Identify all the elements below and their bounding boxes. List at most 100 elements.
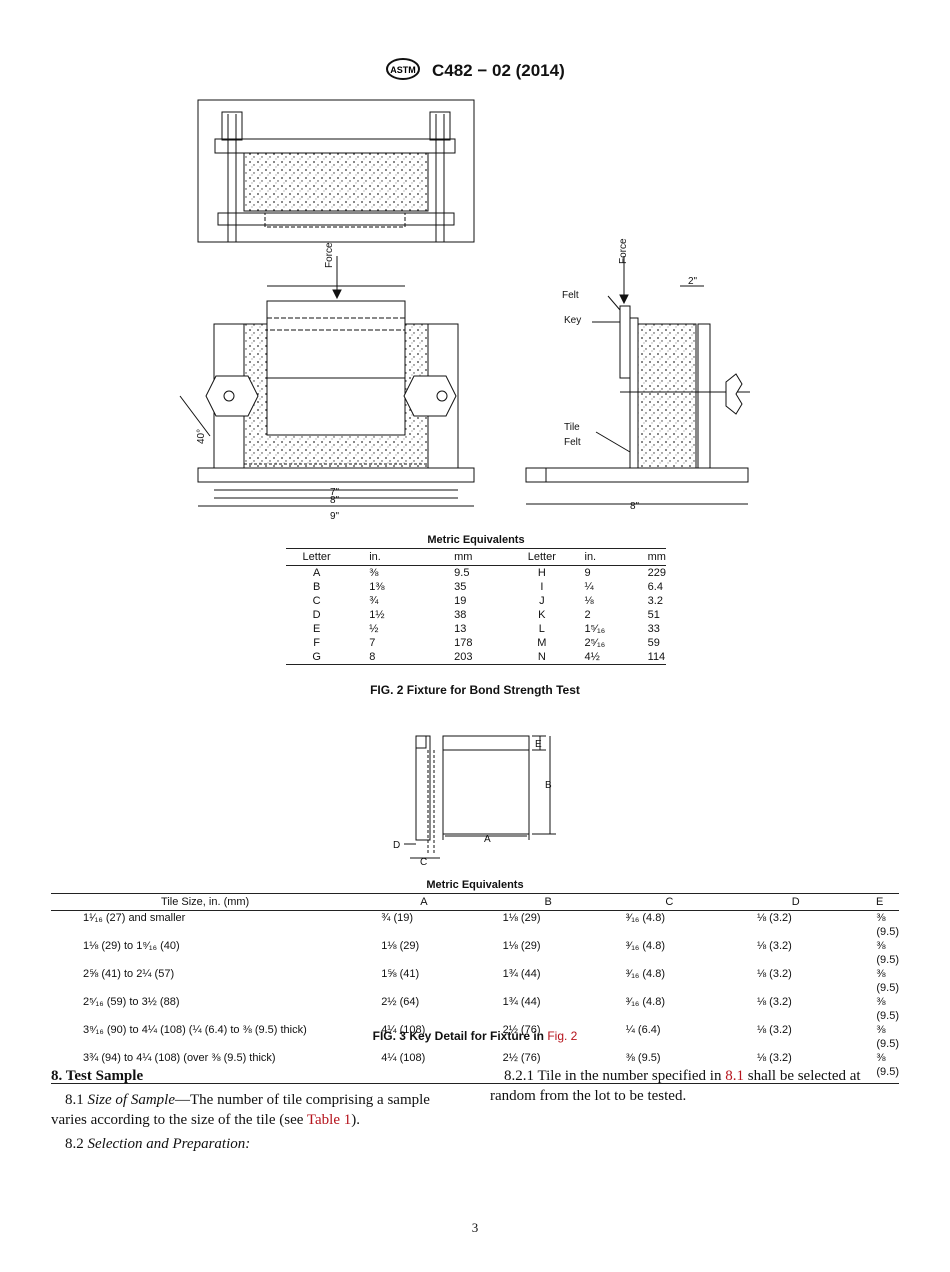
table-cell: ⅜ (9.5) [860, 1051, 899, 1084]
column-header: Letter [286, 548, 348, 566]
fig2-felt-label-bottom: Felt [564, 437, 581, 448]
column-header: in. [570, 548, 644, 566]
column-header: D [730, 893, 861, 911]
table-cell: 4¼ (108) [381, 1024, 426, 1036]
table-cell: 178 [454, 637, 473, 649]
table-cell: 114 [643, 650, 666, 665]
table-cell: ⅜ (9.5) [876, 912, 899, 938]
table-cell: I [540, 581, 544, 593]
table-cell: 9 [584, 567, 591, 579]
fig2-dim-8-side: 8" [630, 501, 640, 512]
table-cell: A [312, 567, 321, 579]
table-cell: 9.5 [454, 567, 470, 579]
table-cell: ¼ (6.4) [625, 1024, 661, 1036]
table-cell: 4¼ (108) [359, 1051, 489, 1084]
table-cell: K [538, 609, 546, 621]
table-cell: 1¾ (44) [502, 968, 541, 980]
table-cell: 4½ [570, 650, 644, 665]
fig2-force-label-side: Force [618, 238, 629, 264]
table-cell: 1⅜ [369, 581, 385, 593]
p82-num: 8.2 [65, 1136, 88, 1152]
paragraph-8-2-1: 8.2.1 Tile in the number specified in 8.… [490, 1066, 900, 1106]
fig2-ref-link[interactable]: Fig. 2 [547, 1029, 578, 1043]
table-cell: ⅛ (3.2) [756, 996, 792, 1008]
fig2-caption: FIG. 2 Fixture for Bond Strength Test [370, 683, 580, 697]
table-cell: M [537, 637, 547, 649]
table-cell: 1⅝ (41) [381, 968, 420, 980]
fig3-table-title: Metric Equivalents [426, 879, 524, 891]
fig2-force-label-front: Force [324, 242, 335, 268]
table-cell: C [312, 595, 321, 607]
table-cell: 1¾ (44) [502, 996, 541, 1008]
table-cell: B [312, 581, 321, 593]
p821-b: shall be selected at random from the lot… [490, 1068, 861, 1104]
table-cell: ¼ [584, 581, 594, 593]
column-header: A [359, 893, 489, 911]
fig2-angle-label: 40° [196, 429, 207, 444]
table-cell: 33 [647, 623, 660, 635]
page-number: 3 [471, 1220, 479, 1235]
fig3-label-a: A [484, 834, 491, 845]
table-cell: G [286, 650, 348, 665]
table-cell: 2½ (76) [488, 1051, 608, 1084]
fig3-label-e: E [535, 739, 542, 750]
table-cell: ¾ [369, 595, 379, 607]
column-header: B [488, 893, 608, 911]
table-cell: 1⅛ (29) [381, 940, 420, 952]
table-cell: ½ [369, 623, 379, 635]
astm-logo-icon: ASTM [385, 58, 421, 85]
table1-ref-link[interactable]: Table 1 [306, 1112, 352, 1128]
table-row: 3¾ (94) to 4¼ (108) (over ⅜ (9.5) thick)… [51, 1051, 899, 1084]
table-cell: 2⁵⁄₁₆ (59) to 3½ (88) [83, 996, 180, 1008]
fig2-felt-label-top: Felt [562, 290, 579, 301]
fig2-dim-2: 2" [688, 276, 698, 287]
fig2-metric-table: Metric Equivalents Letter in. mm Letter … [286, 532, 666, 665]
table-cell: 1¹⁄₁₆ (27) and smaller [83, 912, 186, 924]
table-cell: 13 [454, 623, 467, 635]
table-cell: 3¾ (94) to 4¼ (108) (over ⅜ (9.5) thick) [51, 1051, 360, 1084]
fig2-key-label: Key [564, 315, 581, 326]
table-cell: 51 [647, 609, 660, 621]
table-row: 3⁹⁄₁₆ (90) to 4¼ (108) (¼ (6.4) to ⅜ (9.… [51, 1023, 899, 1051]
table-cell: ⅜ (9.5) [876, 968, 899, 994]
table-cell: D [312, 609, 321, 621]
fig3-drawing: A B C D E [393, 735, 556, 868]
fig3-caption-text: FIG. 3 Key Detail for Fixture in [372, 1029, 548, 1043]
table-cell: ³⁄₁₆ (4.8) [625, 968, 666, 980]
table-row: 2⅝ (41) to 2¼ (57) 1⅝ (41) 1¾ (44) ³⁄₁₆ (4.… [51, 967, 899, 995]
p81-text: —The number of tile comprising a sample … [51, 1092, 430, 1128]
table-cell: ⅛ (3.2) [756, 940, 792, 952]
table-cell: ³⁄₁₆ (4.8) [625, 996, 666, 1008]
table-cell: 1⁵⁄₁₆ [584, 623, 606, 635]
table-cell: ⅛ [584, 595, 594, 607]
fig3-metric-table: Metric Equivalents Tile Size, in. (mm) A… [51, 877, 899, 1084]
table-cell: 2½ (64) [381, 996, 420, 1008]
table-row: 1⅛ (29) to 1⁹⁄₁₆ (40)1⅛ (29)1⅛ (29)³⁄₁₆ … [51, 939, 899, 967]
table-cell: 229 [647, 567, 666, 579]
table-cell: 3.2 [647, 595, 663, 607]
column-header: Letter [513, 548, 571, 566]
table-cell: 1⅛ (29) to 1⁹⁄₁₆ (40) [83, 940, 180, 952]
fig2-tile-label: Tile [564, 422, 580, 433]
standard-designation: C482 − 02 (2014) [431, 60, 565, 80]
table-cell: 2⅝ (41) to 2¼ (57) [83, 968, 175, 980]
table-cell: N [513, 650, 571, 665]
table-cell: 2⁵⁄₁₆ [584, 637, 606, 649]
paragraph-8-2: 8.2 Selection and Preparation: [65, 1134, 250, 1154]
table-cell: ⅛ (3.2) [730, 1051, 861, 1084]
table-cell: F [313, 637, 320, 649]
section-8-1-ref-link[interactable]: 8.1 [725, 1068, 744, 1084]
table-cell: E [312, 623, 321, 635]
table-cell: 19 [454, 595, 467, 607]
fig2-drawing: Force Force Felt Key Tile Felt 40° 7" 8"… [179, 99, 750, 522]
table-cell: 38 [454, 609, 467, 621]
table-cell: ³⁄₁₆ (4.8) [625, 912, 666, 924]
column-header: C [607, 893, 731, 911]
svg-text:ASTM: ASTM [390, 65, 416, 75]
fig2-dim-9: 9" [330, 511, 340, 522]
table-cell: ¾ (19) [381, 912, 414, 924]
